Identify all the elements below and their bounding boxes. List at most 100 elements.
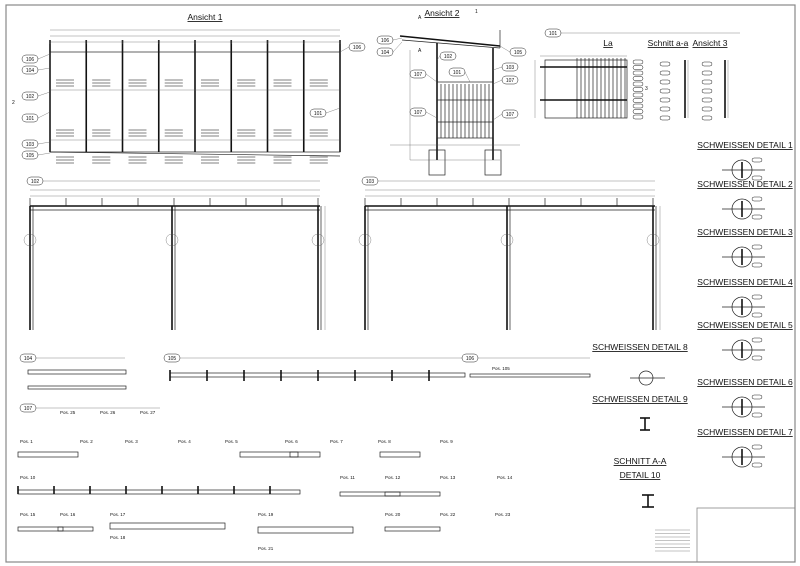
- position-balloon: [701, 79, 713, 85]
- position-balloon: [448, 67, 466, 77]
- panel-outline: [544, 59, 628, 119]
- position-balloon: [751, 294, 763, 300]
- position-label: Pos. 3: [125, 439, 138, 444]
- position-balloon: [632, 70, 644, 76]
- detail-circle: [646, 233, 660, 247]
- position-balloon: [376, 47, 394, 57]
- position-label: Pos. 8: [378, 439, 391, 444]
- balloon-label: 104: [24, 356, 33, 362]
- position-label: Pos. 14: [497, 475, 513, 480]
- leader-line: [425, 73, 438, 83]
- drawing-line: [401, 39, 501, 49]
- part-pos-17: [109, 522, 226, 530]
- balloon-label: 105: [26, 153, 35, 159]
- part-pos-19: [257, 526, 354, 534]
- section-label: La: [603, 38, 613, 48]
- position-label: Pos. 105: [492, 366, 510, 371]
- position-balloon: [21, 65, 39, 75]
- part-sketch: [17, 451, 79, 458]
- position-balloon: [751, 394, 763, 400]
- frame-outline: [49, 51, 341, 153]
- weld-detail-title: SCHWEISSEN DETAIL 5: [697, 320, 793, 330]
- position-label: Pos. 18: [110, 535, 126, 540]
- position-balloon: [751, 462, 763, 468]
- position-balloon: [632, 65, 644, 70]
- position-balloon: [501, 75, 519, 85]
- position-balloon: [751, 355, 763, 361]
- weld-detail-title: SCHWEISSEN DETAIL 4: [697, 277, 793, 287]
- position-label: Pos. 27: [140, 410, 156, 415]
- leader-line: [492, 113, 503, 121]
- position-label: Pos. 13: [440, 475, 456, 480]
- part-sketch: [239, 451, 299, 458]
- leader-line: [37, 53, 51, 60]
- position-label: Pos. 5: [225, 439, 238, 444]
- position-balloon: [701, 97, 713, 103]
- detail-circle: [500, 233, 514, 247]
- balloon-label: 107: [414, 110, 423, 116]
- position-label: Pos. 26: [100, 410, 116, 415]
- position-balloon: [409, 107, 427, 117]
- position-balloon: [376, 35, 394, 45]
- position-balloon: [751, 196, 763, 202]
- position-balloon: [659, 61, 671, 67]
- position-balloon: [659, 79, 671, 85]
- weld-detail-title: SCHWEISSEN DETAIL 9: [592, 394, 688, 404]
- position-balloon: [701, 115, 713, 121]
- position-balloon: [632, 103, 644, 109]
- position-label: Pos. 10: [20, 475, 36, 480]
- position-label: Pos. 7: [330, 439, 343, 444]
- position-label: Pos. 6: [285, 439, 298, 444]
- balloon-label: 106: [381, 38, 390, 44]
- position-balloon: [501, 109, 519, 119]
- position-label: Pos. 25: [60, 410, 76, 415]
- position-label: Pos. 4: [178, 439, 191, 444]
- position-balloon: [632, 98, 644, 103]
- section-marker-A: A: [418, 15, 422, 21]
- position-balloon: [751, 312, 763, 318]
- part-pos-12: [384, 491, 441, 497]
- position-balloon: [659, 97, 671, 103]
- view-title: Ansicht 2: [425, 8, 460, 18]
- view-marker-2: 2: [12, 100, 15, 106]
- position-label: Pos. 1: [20, 439, 33, 444]
- leader-line: [339, 46, 350, 53]
- part-pos-16: [57, 526, 94, 532]
- leader-line: [464, 71, 471, 83]
- beam-106: [469, 373, 591, 378]
- position-balloon: [659, 106, 671, 112]
- section-marker-A: A: [418, 48, 422, 54]
- balloon-label: 102: [31, 179, 40, 185]
- position-balloon: [659, 70, 671, 76]
- beam-104: [27, 369, 127, 375]
- part-pos-20: [384, 526, 441, 532]
- position-label: Pos. 16: [60, 512, 76, 517]
- view-marker-3: 3: [645, 86, 648, 92]
- leader-line: [37, 111, 51, 119]
- position-label: Pos. 23: [495, 512, 511, 517]
- leader-line: [325, 107, 341, 114]
- weld-detail-title: SCHWEISSEN DETAIL 3: [697, 227, 793, 237]
- leader-line: [37, 91, 51, 97]
- position-balloon: [439, 51, 457, 61]
- view-title: Ansicht 3: [693, 38, 728, 48]
- position-balloon: [309, 108, 327, 118]
- leader-line: [37, 67, 51, 71]
- weld-detail-title: SCHWEISSEN DETAIL 2: [697, 179, 793, 189]
- position-balloon: [751, 175, 763, 181]
- position-label: Pos. 21: [258, 546, 274, 551]
- balloon-label: 105: [168, 356, 177, 362]
- position-balloon: [509, 47, 527, 57]
- detail-circle: [311, 233, 325, 247]
- weld-detail-title: SCHWEISSEN DETAIL 7: [697, 427, 793, 437]
- geometry-layer: [17, 28, 765, 552]
- leader-line: [37, 141, 51, 145]
- text-layer: Ansicht 11061041021011031051061012Ansich…: [12, 8, 793, 551]
- position-balloon: [659, 115, 671, 121]
- position-balloon: [21, 113, 39, 123]
- position-label: Pos. 17: [110, 512, 126, 517]
- section-label: Schnitt a-a: [648, 38, 689, 48]
- balloon-label: 104: [381, 50, 390, 56]
- balloon-label: 106: [353, 45, 362, 51]
